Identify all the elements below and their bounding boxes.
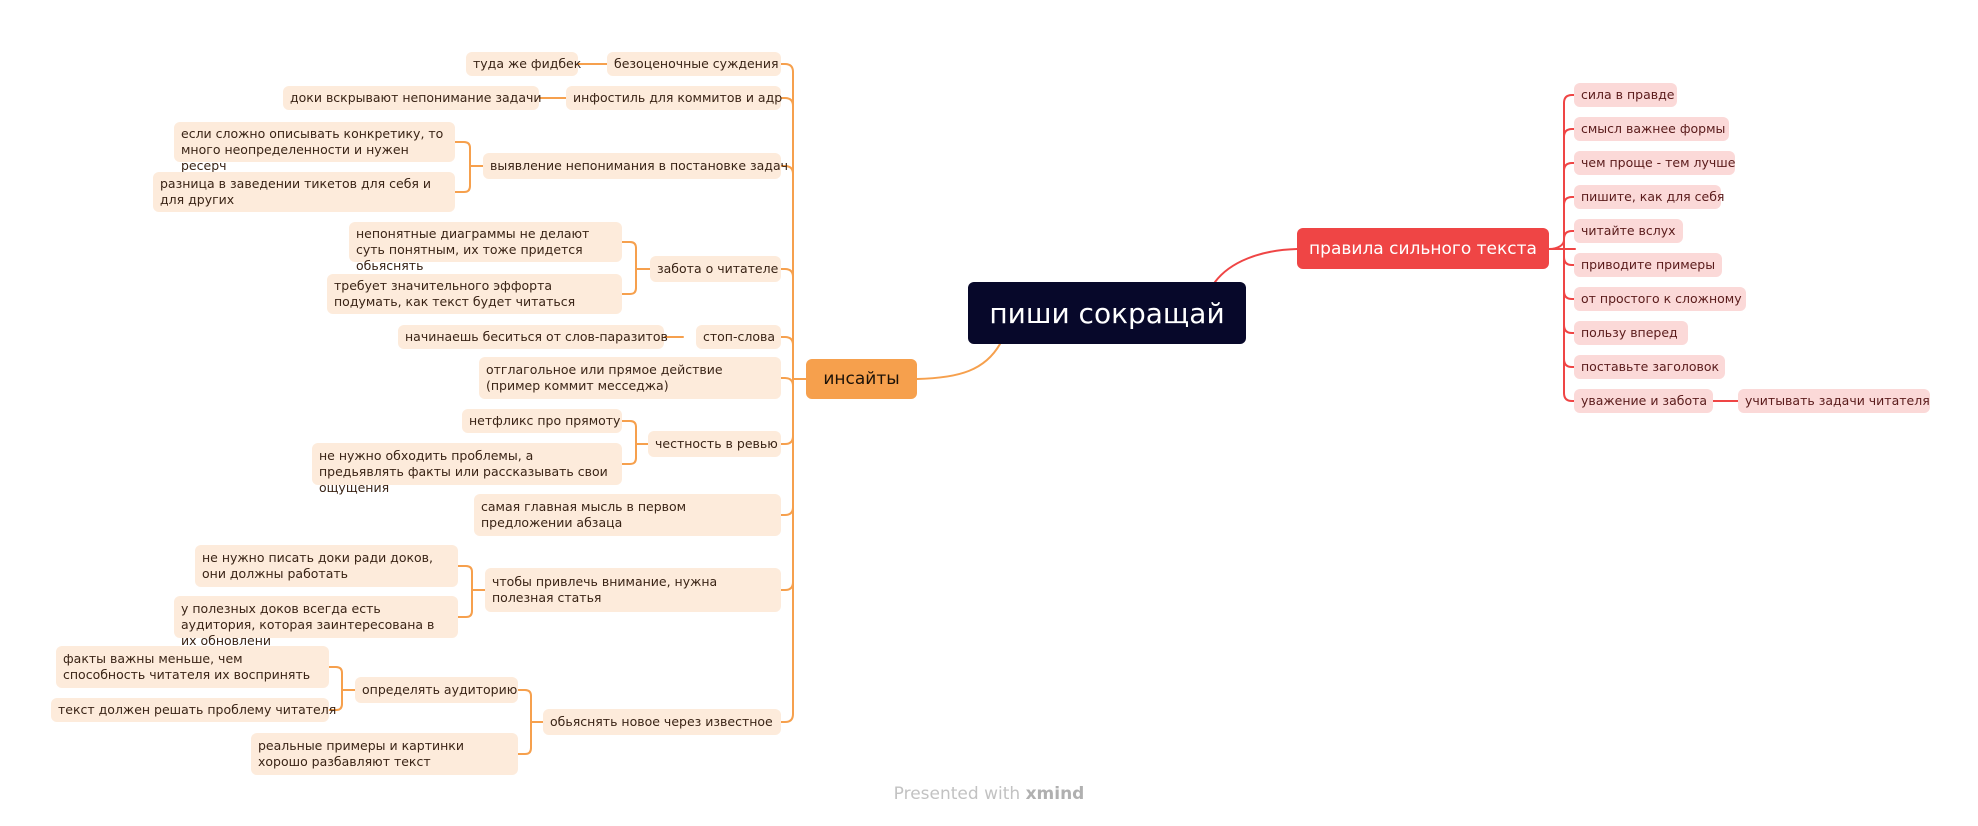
link-bracket: [457, 610, 473, 618]
rule-headline[interactable]: поставьте заголовок: [1574, 355, 1725, 379]
subtopic-no-avoiding[interactable]: не нужно обходить проблемы, а предьявлят…: [312, 443, 622, 495]
link-left-l1: [780, 581, 794, 591]
link-right-l1: [1563, 324, 1575, 334]
link-bracket: [517, 689, 532, 697]
link-right-l1: [1563, 230, 1575, 240]
subtopic-real-examples[interactable]: реальные примеры и картинки хорошо разба…: [251, 733, 518, 775]
link-right-l1: [1563, 128, 1575, 138]
subtopic-audience-interest[interactable]: у полезных доков всегда есть аудитория, …: [174, 596, 458, 648]
link-right-l1: [1563, 392, 1575, 402]
main-topic-strong-text-rules[interactable]: правила сильного текста: [1297, 228, 1549, 269]
link-bracket: [621, 420, 637, 428]
subtopic-feedback[interactable]: туда же фидбек: [466, 52, 581, 76]
topic-nonjudgmental[interactable]: безоценочные суждения: [607, 52, 781, 76]
topic-main-thought[interactable]: самая главная мысль в первом предложении…: [474, 494, 781, 536]
main-topic-insights[interactable]: инсайты: [806, 359, 917, 399]
rule-simple-to-complex[interactable]: от простого к сложному: [1574, 287, 1746, 311]
link-left-l1: [780, 268, 794, 278]
link-bracket: [328, 666, 343, 674]
link-right-l1: [1563, 256, 1575, 266]
link-right-l1: [1563, 358, 1575, 368]
subtopic-facts-matter-less[interactable]: факты важны меньше, чем способность чита…: [56, 646, 329, 688]
topic-useful-article[interactable]: чтобы привлечь внимание, нужна полезная …: [485, 568, 781, 612]
link-right-l1: [1563, 94, 1575, 104]
link-right-l1: [1563, 290, 1575, 300]
topic-stop-words[interactable]: стоп-слова: [696, 325, 781, 349]
subtopic-define-audience[interactable]: определять аудиторию: [355, 677, 518, 703]
link-bracket: [621, 287, 637, 295]
topic-review-honesty[interactable]: честность в ревью: [648, 431, 781, 457]
link-rules-out: [1548, 239, 1565, 250]
rule-reader-tasks[interactable]: учитывать задачи читателя: [1738, 389, 1930, 413]
link-bracket: [457, 565, 473, 573]
link-left-l1: [780, 63, 794, 73]
rule-meaning[interactable]: смысл важнее формы: [1574, 117, 1729, 141]
subtopic-unclear-diagrams[interactable]: непонятные диаграммы не делают суть поня…: [349, 222, 622, 273]
link-bracket: [621, 457, 637, 465]
link-right-l1: [1563, 196, 1575, 206]
rule-benefit-first[interactable]: пользу вперед: [1574, 321, 1688, 345]
subtopic-effort[interactable]: требует значительного эффорта подумать, …: [327, 274, 622, 314]
topic-misunderstanding[interactable]: выявление непонимания в постановке задач: [483, 153, 788, 179]
rule-read-aloud[interactable]: читайте вслух: [1574, 219, 1683, 243]
link-left-l1: [780, 336, 794, 346]
footer-text: Presented with: [893, 784, 1021, 804]
subtopic-tickets-difference[interactable]: разница в заведении тикетов для себя и д…: [153, 172, 455, 212]
subtopic-solve-reader-problem[interactable]: текст должен решать проблему читателя: [51, 698, 336, 722]
subtopic-docs-reveal[interactable]: доки вскрывают непонимание задачи: [283, 86, 541, 110]
topic-reader-care[interactable]: забота о читателе: [650, 256, 781, 282]
link-bracket: [328, 703, 343, 711]
link-left-l1: [780, 377, 794, 387]
topic-infostyle[interactable]: инфостиль для коммитов и адр: [566, 86, 782, 110]
subtopic-hard-to-describe[interactable]: если сложно описывать конкретику, то мно…: [174, 122, 455, 173]
rule-truth[interactable]: сила в правде: [1574, 83, 1677, 107]
link-left-l1: [780, 165, 794, 175]
topic-explain-new[interactable]: обьяснять новое через известное: [543, 709, 781, 735]
rule-simpler[interactable]: чем проще - тем лучше: [1574, 151, 1735, 175]
link-left-l1: [780, 506, 794, 516]
link-bracket: [621, 241, 637, 249]
link-central-rules: [1214, 248, 1298, 283]
rule-respect[interactable]: уважение и забота: [1574, 389, 1713, 413]
rule-write-for-self[interactable]: пишите, как для себя: [1574, 185, 1724, 209]
presented-with-footer: Presented with xmind: [0, 784, 1978, 804]
link-left-l1: [780, 713, 794, 723]
link-central-insights: [916, 343, 1001, 380]
link-left-l1: [780, 435, 794, 445]
central-topic[interactable]: пиши сокращай: [968, 282, 1246, 344]
link-left-l1: [780, 97, 794, 107]
link-bracket: [454, 141, 471, 149]
link-right-l1: [1563, 162, 1575, 172]
topic-verbal-action[interactable]: отглагольное или прямое действие (пример…: [479, 357, 781, 399]
subtopic-netflix[interactable]: нетфликс про прямоту: [462, 409, 622, 433]
subtopic-filler-words[interactable]: начинаешь беситься от слов-паразитов: [398, 325, 668, 349]
subtopic-docs-should-work[interactable]: не нужно писать доки ради доков, они дол…: [195, 545, 458, 587]
rule-examples[interactable]: приводите примеры: [1574, 253, 1722, 277]
link-bracket: [517, 747, 532, 755]
link-bracket: [454, 185, 471, 193]
xmind-logo: xmind: [1025, 784, 1085, 804]
